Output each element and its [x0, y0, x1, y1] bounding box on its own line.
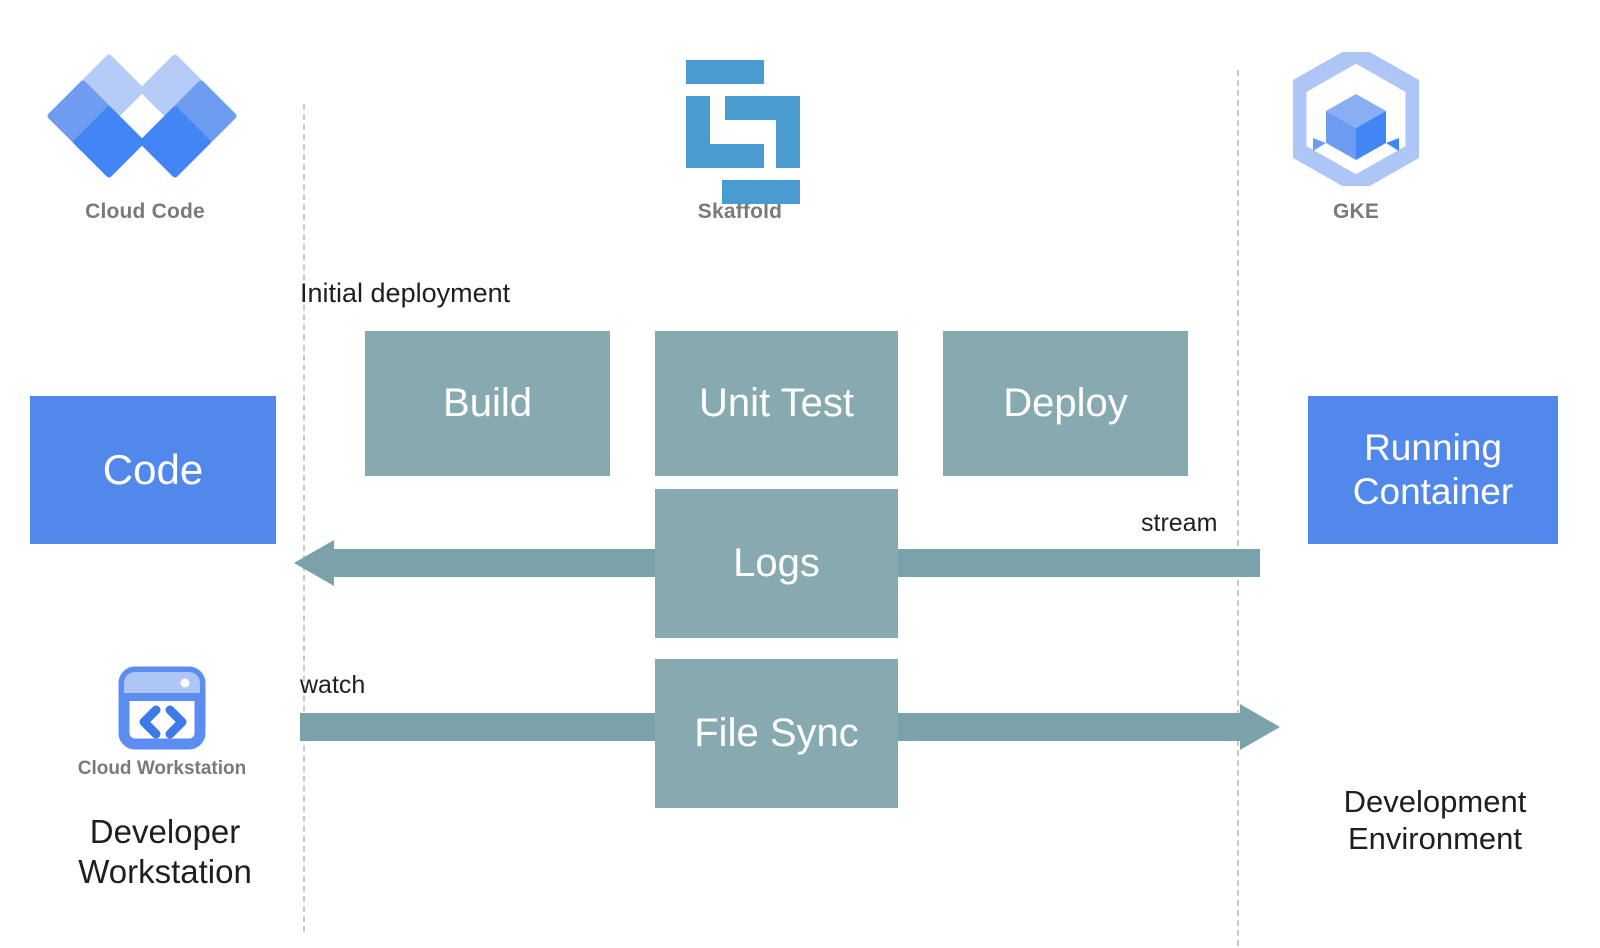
box-unit-test-label: Unit Test	[699, 380, 854, 425]
boundary-line-right	[1237, 70, 1239, 946]
cloud-code-caption: Cloud Code	[85, 200, 205, 223]
developer-workstation-line1: Developer	[89, 813, 241, 850]
box-file-sync-label: File Sync	[694, 710, 859, 755]
stream-label: stream	[1141, 509, 1218, 537]
box-unit-test[interactable]: Unit Test	[655, 331, 898, 476]
skaffold-icon	[680, 60, 800, 204]
cloud-workstation-caption: Cloud Workstation	[77, 758, 247, 779]
box-build[interactable]: Build	[365, 331, 610, 476]
developer-workstation-label: Developer Workstation	[20, 812, 310, 891]
cloud-workstation-logo-block: Cloud Workstation	[58, 664, 266, 780]
development-environment-label: Development Environment	[1290, 783, 1580, 857]
box-code[interactable]: Code	[30, 396, 276, 544]
box-logs[interactable]: Logs	[655, 489, 898, 638]
cloud-workstation-icon	[118, 664, 206, 752]
gke-logo-block: GKE	[1272, 45, 1440, 224]
gke-caption: GKE	[1332, 200, 1380, 223]
box-deploy[interactable]: Deploy	[943, 331, 1188, 476]
box-running-container-label-line2: Container	[1352, 471, 1514, 512]
boundary-line-left	[303, 104, 305, 932]
developer-workstation-line2: Workstation	[78, 852, 252, 890]
box-file-sync[interactable]: File Sync	[655, 659, 898, 808]
gke-icon	[1289, 45, 1423, 193]
cloud-code-icon	[46, 53, 238, 179]
development-environment-line1: Development	[1343, 784, 1527, 819]
development-environment-line2: Environment	[1347, 821, 1523, 857]
skaffold-caption: Skaffold	[697, 200, 783, 223]
cloud-code-logo-block: Cloud Code	[40, 53, 250, 224]
box-logs-label: Logs	[733, 540, 820, 585]
skaffold-logo-block: Skaffold	[640, 60, 840, 224]
box-build-label: Build	[443, 380, 532, 425]
box-deploy-label: Deploy	[1003, 380, 1128, 425]
box-code-label: Code	[102, 446, 204, 494]
box-running-container[interactable]: Running Container	[1308, 396, 1558, 544]
box-running-container-label-line1: Running	[1364, 427, 1502, 469]
watch-label: watch	[300, 671, 366, 699]
initial-deployment-label: Initial deployment	[300, 278, 511, 308]
